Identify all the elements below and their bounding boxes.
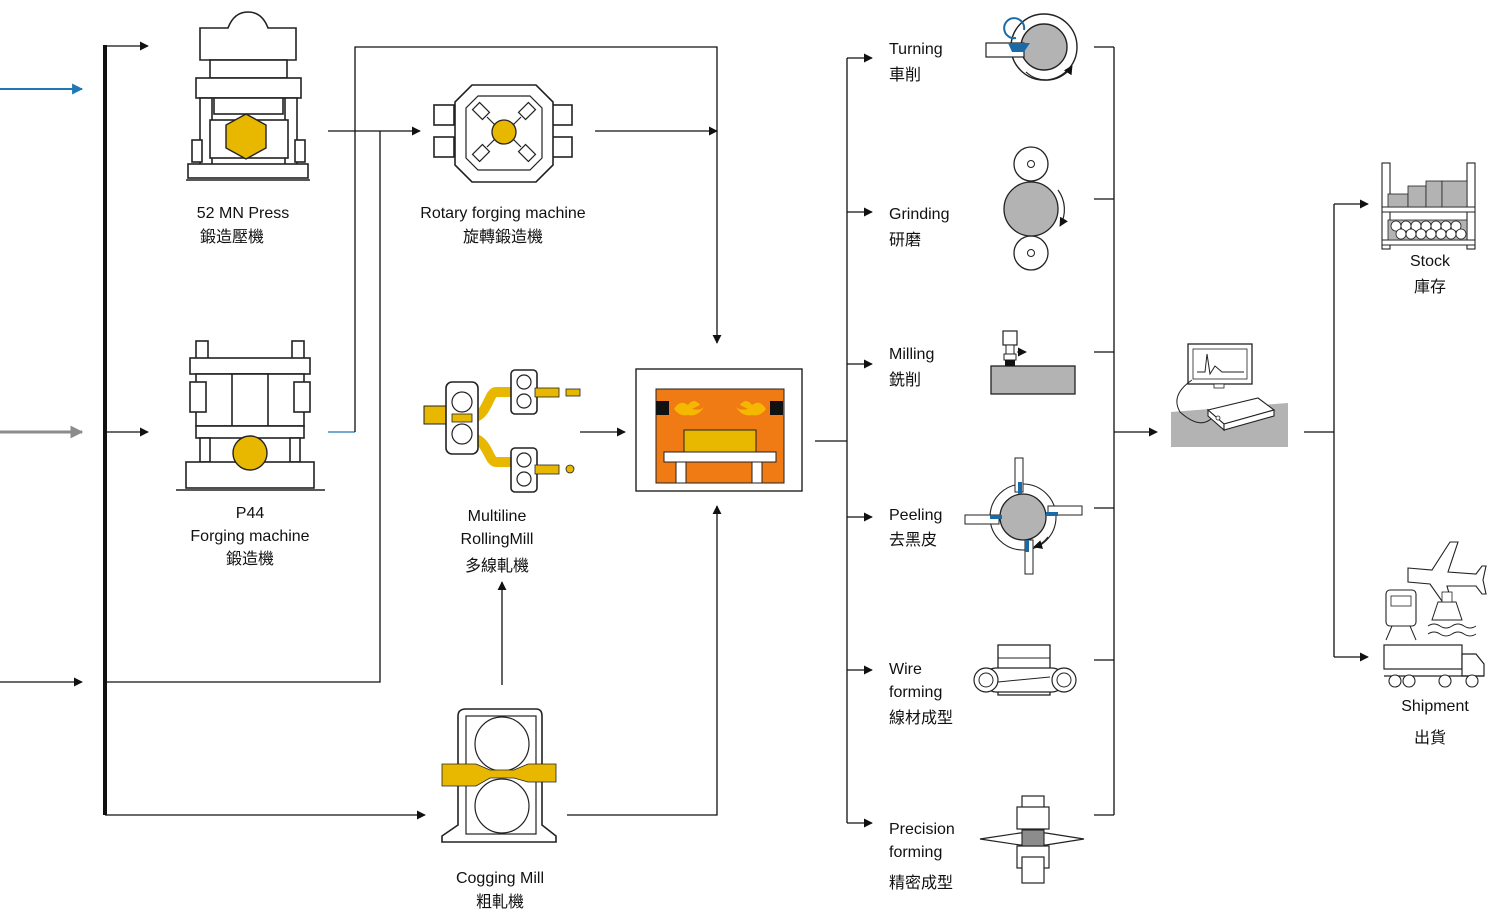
connector xyxy=(105,131,381,683)
cogging-label-en: Cogging Mill xyxy=(456,870,544,887)
process-label-wire-line2: forming xyxy=(889,684,942,701)
rotary-label-zh: 旋轉鍛造機 xyxy=(463,228,543,246)
shipment-label-zh: 出貨 xyxy=(1414,729,1446,747)
precision-forming-icon xyxy=(979,795,1085,884)
wire-forming-icon xyxy=(973,644,1077,696)
connector xyxy=(354,46,722,432)
milling-icon xyxy=(990,330,1076,395)
process-label-turning-en: Turning xyxy=(889,41,943,58)
multiline-label-zh: 多線軋機 xyxy=(465,557,529,575)
stock-warehouse-icon xyxy=(1381,162,1476,250)
stock-label-zh: 庫存 xyxy=(1414,278,1446,296)
p44-label-zh: 鍛造機 xyxy=(226,550,274,568)
process-label-peeling-zh: 去黑皮 xyxy=(889,531,937,549)
peeling-icon xyxy=(964,457,1083,575)
shipment-transport-icon xyxy=(1383,541,1487,688)
process-label-peeling-en: Peeling xyxy=(889,507,942,524)
p44-label-line1: P44 xyxy=(236,505,265,522)
process-label-milling-zh: 銑削 xyxy=(889,371,921,389)
press-label-en: 52 MN Press xyxy=(197,205,289,222)
shipment-label-en: Shipment xyxy=(1401,698,1469,715)
inspection-equipment-icon xyxy=(1171,343,1288,447)
process-label-precision-zh: 精密成型 xyxy=(889,874,953,892)
press-52mn-icon xyxy=(186,11,310,181)
multiline-label-line2: RollingMill xyxy=(461,531,534,548)
process-label-wire-line1: Wire xyxy=(889,661,922,678)
grinding-icon xyxy=(1003,146,1068,271)
rotary-label-en: Rotary forging machine xyxy=(420,205,586,222)
heat-treatment-furnace-icon xyxy=(635,368,803,492)
process-label-precision-line1: Precision xyxy=(889,821,955,838)
process-label-turning-zh: 車削 xyxy=(889,66,921,84)
process-collector xyxy=(1094,46,1115,816)
p44-forging-machine-icon xyxy=(176,340,325,491)
cogging-mill-icon xyxy=(441,708,557,843)
process-label-grinding-en: Grinding xyxy=(889,206,949,223)
p44-label-en: Forging machine xyxy=(190,528,309,545)
multiline-rolling-mill-icon xyxy=(423,369,581,493)
process-label-wire-zh: 線材成型 xyxy=(889,709,953,727)
multiline-label-line1: Multiline xyxy=(468,508,527,525)
process-label-precision-line2: forming xyxy=(889,844,942,861)
process-label-grinding-zh: 研磨 xyxy=(889,231,921,249)
press-label-zh: 鍛造壓機 xyxy=(200,228,264,246)
cogging-label-zh: 粗軋機 xyxy=(476,893,524,911)
stock-label-en: Stock xyxy=(1410,253,1451,270)
turning-icon xyxy=(985,13,1078,81)
rotary-forging-machine-icon xyxy=(433,84,573,183)
process-label-milling-en: Milling xyxy=(889,346,934,363)
connector xyxy=(567,505,722,816)
